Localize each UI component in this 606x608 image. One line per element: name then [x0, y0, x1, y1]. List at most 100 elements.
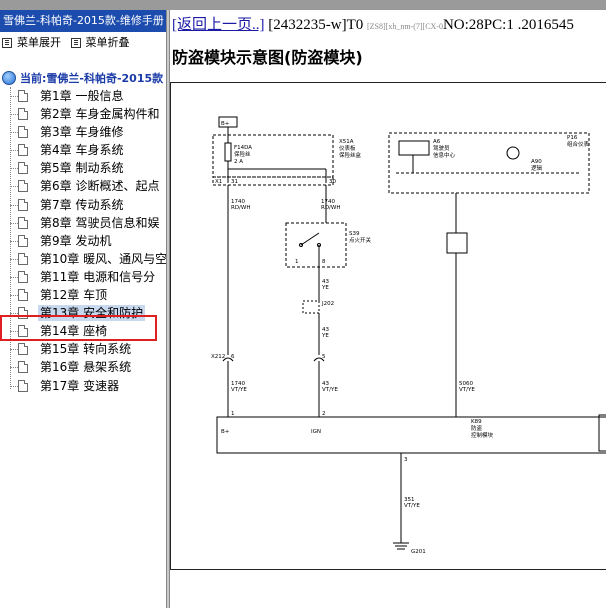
tree-chapter-item[interactable]: 第17章 变速器: [0, 377, 166, 395]
tree-chapter-item[interactable]: 第4章 车身系统: [0, 141, 166, 159]
tree-chapter-item[interactable]: 第16章 悬架系统: [0, 358, 166, 376]
theft-deterrent-module: [216, 416, 606, 454]
tree-chapter-item[interactable]: 第9章 发动机: [0, 232, 166, 250]
tree-connector: [10, 331, 18, 333]
tree-connector: [10, 367, 18, 369]
pin-30: 30: [329, 179, 336, 185]
tree-connector: [10, 385, 18, 387]
tree-chapter-item[interactable]: 第8章 驾驶员信息和娱: [0, 214, 166, 232]
navigation-pane: 雪佛兰-科帕奇-2015款-维修手册 菜单展开 菜单折叠 当前:雪佛兰-科帕奇-…: [0, 10, 166, 608]
a90-name: 逻辑: [531, 164, 543, 172]
tree-connector: [10, 186, 18, 188]
pane-splitter[interactable]: [166, 10, 170, 608]
tree-chapter-item[interactable]: 第2章 车身金属构件和: [0, 105, 166, 123]
menu-collapse-icon: [70, 38, 81, 48]
module-bplus: B+: [221, 429, 230, 435]
document-icon: [18, 162, 28, 175]
wire-1740-c: 1740: [231, 381, 245, 387]
document-icon: [18, 180, 28, 193]
tree-connector: [10, 258, 18, 260]
tree-chapter-item[interactable]: 第15章 转向系统: [0, 340, 166, 358]
x1-label: X1: [215, 179, 222, 185]
tree-chapter-label: 第5章 制动系统: [40, 161, 124, 176]
a6-name: 驾驶员: [433, 144, 450, 152]
doc-info: NO:28PC:1 .2016545: [442, 17, 574, 33]
x51a-label: X51A: [339, 139, 354, 145]
globe-icon: [2, 71, 16, 85]
j202-label: J202: [321, 301, 334, 307]
document-icon: [18, 234, 28, 247]
wire-5060-color: VT/YE: [459, 387, 475, 393]
tree-root-label: 当前:雪佛兰-科帕奇-2015款: [20, 72, 164, 85]
p16-label: P16: [567, 135, 578, 141]
tree-chapter-label: 第17章 变速器: [40, 378, 120, 393]
x212-pin-6: 6: [231, 354, 235, 360]
document-icon: [18, 108, 28, 121]
tree-chapter-label: 第4章 车身系统: [40, 143, 124, 158]
tree-chapter-item[interactable]: 第5章 制动系统: [0, 159, 166, 177]
tree-connector: [10, 96, 18, 97]
security-indicator-lamp: [506, 146, 520, 160]
tree-connector: [10, 240, 18, 242]
a90-label: A90: [531, 159, 542, 165]
back-link[interactable]: [返回上一页..]: [172, 17, 265, 33]
tree-chapter-item[interactable]: 第1章 一般信息: [0, 87, 166, 105]
document-icon: [18, 379, 28, 392]
wire-5060: 5060: [459, 381, 473, 387]
x51a-name: 仪表板: [339, 144, 356, 152]
tree-chapter-item[interactable]: 第3章 车身维修: [0, 123, 166, 141]
x51a-sub: 保险丝盒: [339, 151, 362, 159]
tree-chapter-item[interactable]: 第6章 诊断概述、起点: [0, 177, 166, 195]
wire-1740-b-color: RD/WH: [321, 205, 340, 211]
wire-351-color: VT/YE: [404, 503, 420, 509]
selection-highlight-frame: [0, 315, 157, 341]
tree-root[interactable]: 当前:雪佛兰-科帕奇-2015款: [2, 69, 166, 87]
tree-connector: [10, 132, 18, 134]
wiring-diagram-svg: B+ X51A 仪表板 保险丝盒 F14DA 保险丝 2 A X1 31 30 …: [211, 116, 606, 555]
tree-connector: [10, 349, 18, 351]
ignition-switch-outline: [285, 222, 347, 268]
battery-label: B+: [221, 121, 230, 127]
x212-pin-5: 5: [322, 354, 326, 360]
tree-connector: [10, 204, 18, 206]
wire-351: 351: [404, 497, 415, 503]
top-strip: [0, 0, 606, 10]
menu-toolbar: 菜单展开 菜单折叠: [0, 32, 166, 54]
wire-43-b-color: YE: [321, 333, 329, 339]
splice-j202: [302, 300, 320, 314]
a6-sub: 信息中心: [433, 151, 456, 159]
expand-menu-button[interactable]: 菜单展开: [2, 32, 61, 54]
wire-43-a: 43: [322, 279, 329, 285]
k89-sub: 控制模块: [471, 431, 494, 439]
module-pin-2: 2: [322, 411, 326, 417]
chapter-tree: 第1章 一般信息第2章 车身金属构件和第3章 车身维修第4章 车身系统第5章 制…: [0, 87, 166, 395]
module-pin-1: 1: [231, 411, 235, 417]
tree-chapter-item[interactable]: 第7章 传动系统: [0, 196, 166, 214]
switch-pin-1: 1: [295, 259, 299, 265]
content-pane: [返回上一页..] [2432235-w]T0 [ZS8][xh_nm-(7][…: [170, 10, 606, 608]
tree-chapter-label: 第1章 一般信息: [40, 89, 124, 103]
document-icon: [18, 307, 28, 320]
tree-chapter-item[interactable]: 第14章 座椅: [0, 322, 166, 340]
serial-data-box: [446, 232, 468, 254]
tree-chapter-item[interactable]: 第10章 暖风、通风与空: [0, 250, 166, 268]
tree-connector: [10, 313, 18, 315]
tree-chapter-label: 第9章 发动机: [40, 233, 112, 248]
tree-chapter-item[interactable]: 第11章 电源和信号分: [0, 268, 166, 286]
tree-chapter-label: 第16章 悬架系统: [40, 360, 132, 375]
s39-label: S39: [349, 231, 360, 237]
collapse-menu-label: 菜单折叠: [85, 36, 130, 49]
window-title: 雪佛兰-科帕奇-2015款-维修手册: [0, 10, 166, 32]
wire-43-a-color: YE: [321, 285, 329, 291]
tree-chapter-label: 第2章 车身金属构件和: [40, 107, 160, 122]
document-icon: [18, 361, 28, 374]
x1-connector: [212, 176, 334, 186]
s39-name: 点火开关: [349, 236, 372, 244]
collapse-menu-button[interactable]: 菜单折叠: [70, 32, 130, 54]
tree-chapter-label: 第7章 传动系统: [40, 197, 124, 212]
document-icon: [18, 144, 28, 157]
document-icon: [18, 270, 28, 283]
tree-chapter-item[interactable]: 第12章 车顶: [0, 286, 166, 304]
tree-chapter-label: 第3章 车身维修: [40, 125, 124, 140]
fuse-symbol: [224, 142, 232, 162]
